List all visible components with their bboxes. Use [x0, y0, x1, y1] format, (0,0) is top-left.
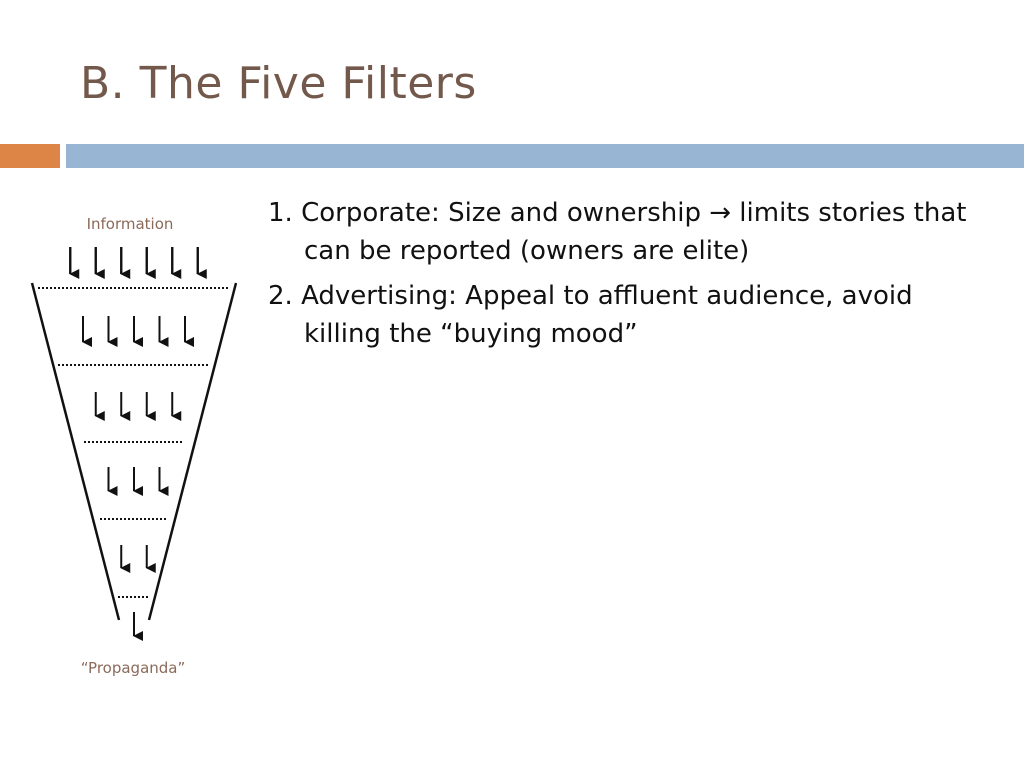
accent-bar-blue	[66, 144, 1024, 168]
funnel-bottom-label: “Propaganda”	[81, 659, 186, 677]
funnel-top-label: Information	[87, 215, 174, 233]
bullet-advertising: 2. Advertising: Appeal to affluent audie…	[268, 281, 913, 349]
bullet-corporate: 1. Corporate: Size and ownership → limit…	[268, 198, 967, 266]
slide-title: B. The Five Filters	[80, 58, 477, 109]
filter-funnel-diagram: Information “Propaganda”	[30, 215, 238, 677]
funnel-right-wall	[147, 282, 238, 621]
funnel-left-wall	[30, 282, 121, 621]
accent-bar-orange	[0, 144, 60, 168]
bullet-list: 1. Corporate: Size and ownership → limit…	[268, 194, 988, 360]
